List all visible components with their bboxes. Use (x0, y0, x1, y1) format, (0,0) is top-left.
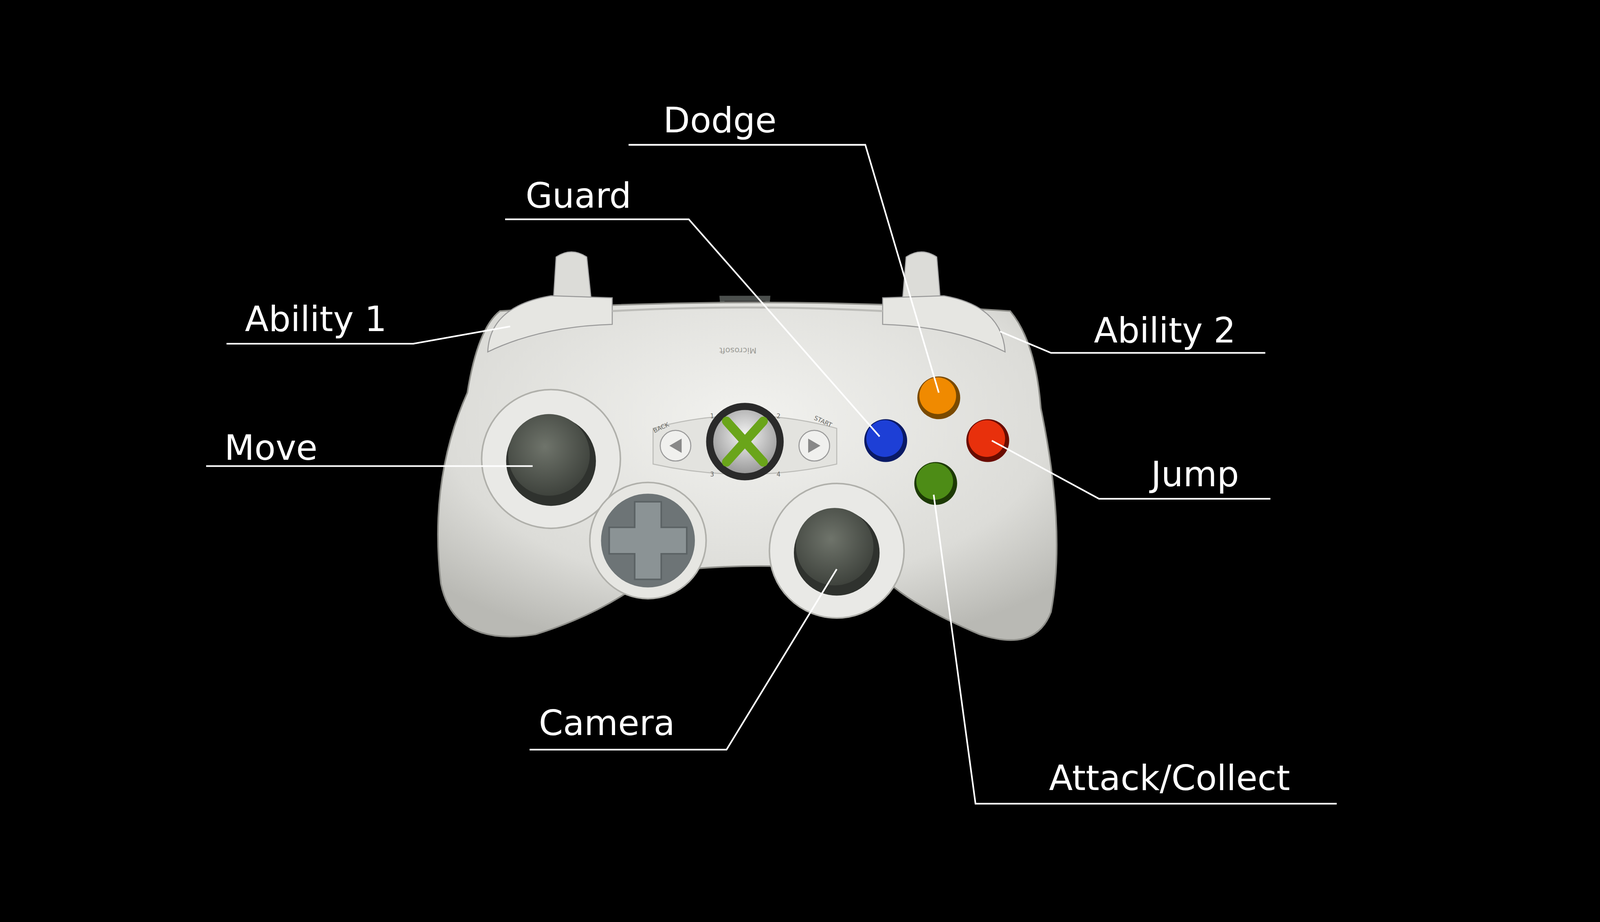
button-label: BACK (652, 421, 671, 435)
back-button (660, 430, 691, 462)
a-button (916, 463, 954, 500)
callout-label: Camera (538, 705, 675, 741)
player-number: 1 (710, 413, 715, 420)
a-button-rim (914, 462, 958, 506)
guide-x (726, 421, 764, 462)
b-button (968, 420, 1005, 458)
leader-line (206, 465, 533, 468)
controller-body (437, 302, 1057, 641)
right-bumper (882, 295, 1006, 352)
leader-line (529, 569, 837, 750)
dpad-well (589, 482, 707, 600)
x-button (866, 420, 904, 458)
player-number: 3 (710, 471, 715, 478)
back-arrow (669, 438, 682, 453)
dpad-cross (609, 501, 687, 580)
leader-line (505, 219, 880, 437)
start-arrow (808, 438, 821, 453)
guide-button (713, 410, 777, 474)
left-bumper (487, 295, 613, 352)
callout-label: Ability 2 (1093, 313, 1236, 348)
stick-well (769, 483, 905, 619)
start-button (798, 430, 830, 462)
leader-line (628, 145, 939, 394)
left-stick (508, 414, 590, 496)
callout-label: Attack/Collect (1048, 760, 1291, 796)
leader-line (991, 440, 1271, 499)
y-button-rim (917, 376, 961, 420)
player-number: 4 (776, 471, 781, 478)
callout-label: Guard (525, 178, 632, 214)
callout-label: Move (224, 430, 318, 466)
callout-label: Dodge (663, 103, 777, 138)
top-seam (612, 307, 883, 312)
button-label: START (813, 414, 833, 429)
y-button (919, 377, 957, 415)
brand-mark: Microsoft (719, 346, 757, 355)
dpad-disc (601, 493, 695, 588)
leader-lines (206, 145, 1337, 805)
player-number: 2 (776, 413, 781, 420)
b-button-rim (966, 419, 1009, 462)
leader-line (933, 494, 1337, 805)
callout-label: Ability 1 (244, 301, 387, 337)
guide-ring (706, 402, 784, 481)
callout-label: Jump (1151, 457, 1240, 492)
